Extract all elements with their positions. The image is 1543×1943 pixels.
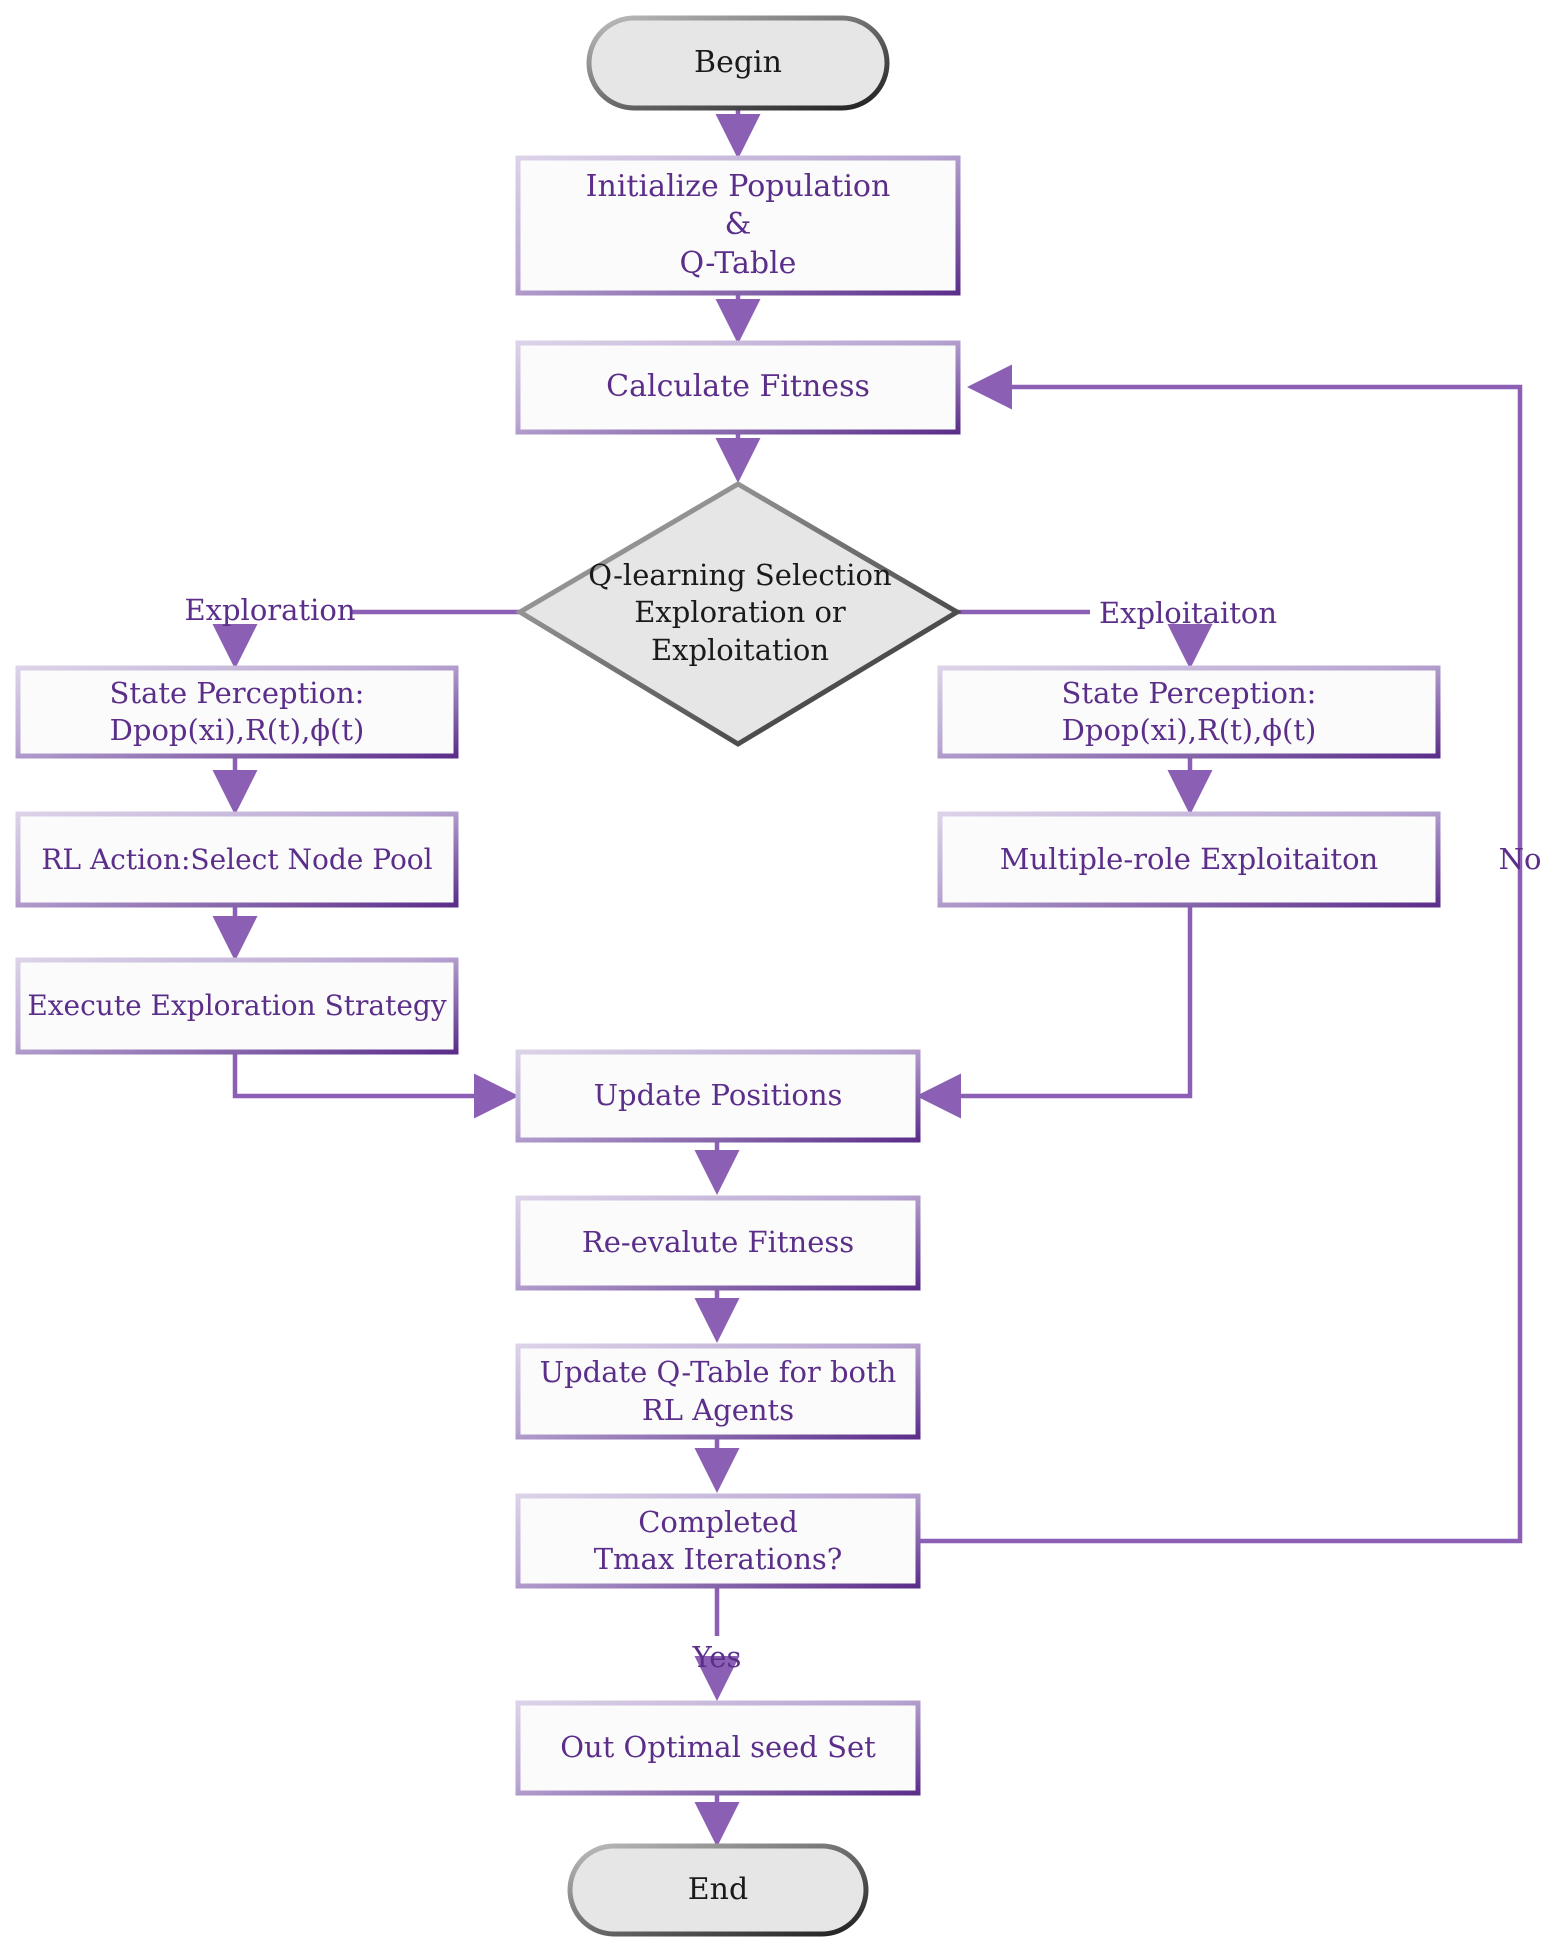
multiple-role-label: Multiple-role Exploitaiton [940, 814, 1438, 905]
exploitation-text: Exploitaiton [1098, 596, 1278, 631]
left-state-label: State Perception: Dpop(xi),R(t),ϕ(t) [18, 668, 456, 756]
init-box [515, 155, 961, 296]
init-text-3: Q-Table [679, 245, 797, 281]
output-box [515, 1700, 921, 1796]
exploitation-label: Exploitaiton [1088, 593, 1288, 635]
end-text: End [687, 1871, 749, 1907]
update-qtable-text-1: Update Q-Table for both [539, 1355, 897, 1390]
edge-multiple-update [916, 905, 1193, 1119]
reevaluate-label: Re-evalute Fitness [518, 1198, 918, 1288]
calc-fitness-text: Calculate Fitness [606, 369, 870, 405]
completed-text-2: Tmax Iterations? [593, 1542, 843, 1576]
execute-exploration-box [15, 957, 459, 1055]
no-label: No [1480, 840, 1543, 880]
init-text-2: & [724, 207, 752, 243]
update-qtable-label: Update Q-Table for both RL Agents [518, 1346, 918, 1437]
rl-action-text: RL Action:Select Node Pool [41, 842, 433, 876]
exploration-text: Exploration [184, 593, 356, 628]
connectors [212, 108, 1523, 1847]
init-text-1: Initialize Population [585, 168, 891, 204]
completed-box [515, 1493, 921, 1589]
right-state-label: State Perception: Dpop(xi),R(t),ϕ(t) [940, 668, 1438, 756]
edge-completed-no-loop [918, 364, 1523, 1544]
reevaluate-text: Re-evalute Fitness [581, 1225, 855, 1260]
multiple-role-text: Multiple-role Exploitaiton [999, 841, 1379, 876]
decision-label: Q-learning Selection Exploration or Expl… [560, 548, 920, 678]
update-positions-text: Update Positions [593, 1078, 843, 1113]
no-text: No [1498, 842, 1542, 877]
execute-exploration-text: Execute Exploration Strategy [27, 989, 447, 1023]
multiple-role-box [937, 811, 1441, 908]
update-qtable-text-2: RL Agents [641, 1392, 795, 1427]
output-label: Out Optimal seed Set [518, 1703, 918, 1793]
yes-text: Yes [692, 1640, 742, 1675]
yes-label: Yes [667, 1638, 767, 1678]
execute-exploration-label: Execute Exploration Strategy [18, 960, 456, 1052]
right-state-text-2: Dpop(xi),R(t),ϕ(t) [1061, 713, 1317, 747]
begin-label: Begin [589, 18, 887, 108]
decision-diamond [515, 481, 962, 747]
reevaluate-box [515, 1195, 921, 1291]
rl-action-box [15, 811, 459, 908]
right-state-box [937, 665, 1441, 759]
init-label: Initialize Population & Q-Table [518, 158, 958, 293]
update-qtable-box [515, 1343, 921, 1440]
calc-fitness-label: Calculate Fitness [518, 343, 958, 432]
begin-text: Begin [694, 44, 782, 80]
end-terminal [567, 1843, 869, 1937]
end-label: End [570, 1846, 866, 1934]
edge-execute-update [232, 1052, 519, 1119]
update-positions-label: Update Positions [518, 1052, 918, 1140]
completed-text-1: Completed [638, 1504, 798, 1539]
exploration-label: Exploration [170, 590, 370, 632]
update-positions-box [515, 1049, 921, 1143]
left-state-text-1: State Perception: [109, 675, 365, 710]
calc-fitness-box [515, 340, 961, 435]
decision-text-2: Exploration or [634, 595, 846, 630]
completed-label: Completed Tmax Iterations? [518, 1496, 918, 1586]
decision-text-1: Q-learning Selection [588, 558, 892, 593]
begin-terminal [586, 15, 890, 111]
left-state-text-2: Dpop(xi),R(t),ϕ(t) [109, 713, 365, 747]
right-state-text-1: State Perception: [1061, 675, 1317, 710]
left-state-box [15, 665, 459, 759]
decision-text-3: Exploitation [650, 632, 830, 667]
output-text: Out Optimal seed Set [560, 1730, 876, 1765]
rl-action-label: RL Action:Select Node Pool [18, 814, 456, 905]
